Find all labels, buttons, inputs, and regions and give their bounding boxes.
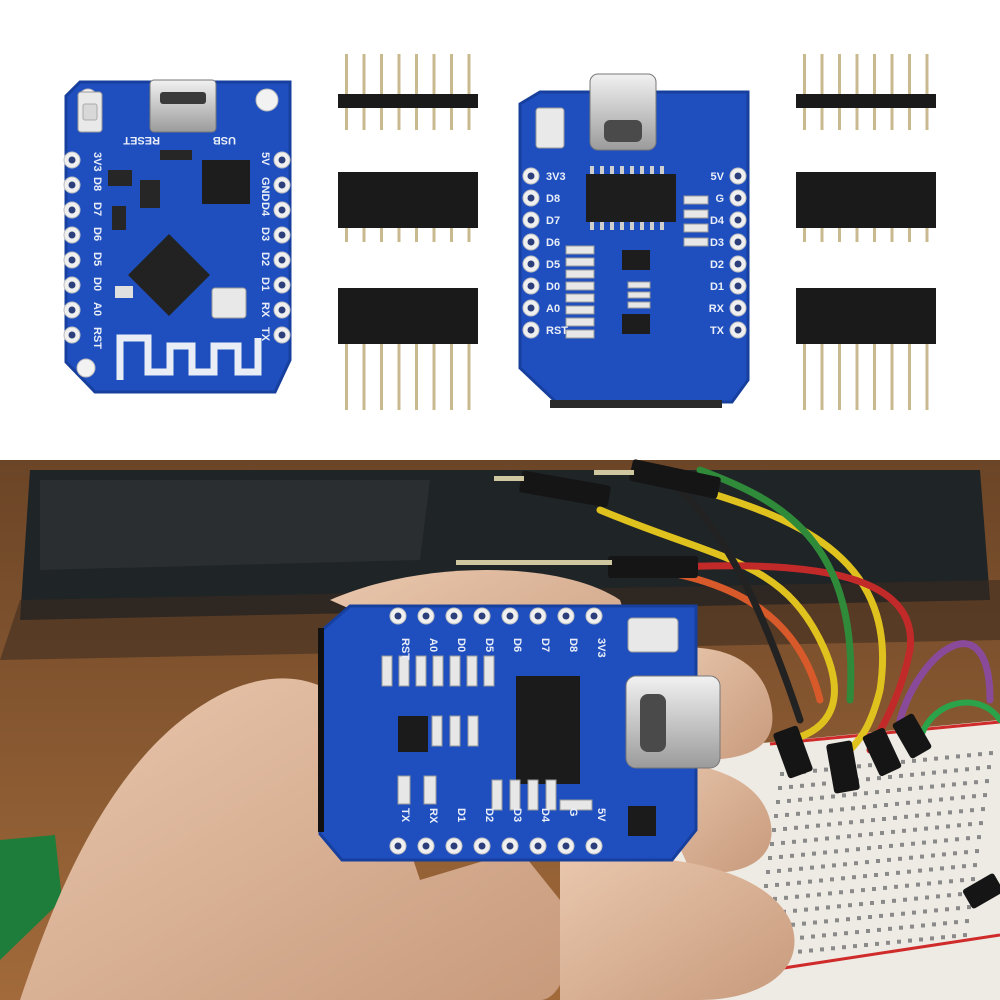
pin-label: D4 [259,202,271,217]
pin-label: D6 [511,638,523,652]
pin-label: D1 [455,808,467,822]
pin-label: 3V3 [91,152,103,172]
pin-label: D4 [539,808,551,823]
pin-label: RST [546,325,568,337]
pin-label: GND [259,177,271,202]
pin-label: TX [399,808,411,823]
pin-label: 3V3 [546,171,566,183]
button-photo-icon [627,617,679,653]
pin-label: D5 [546,259,560,271]
pin-label: 5V [595,808,607,822]
pin-label: RST [399,638,411,660]
pin-label: TX [259,327,271,342]
pin-label: D0 [546,281,560,293]
pin-label: D5 [483,638,495,652]
pin-label: D6 [546,237,560,249]
micro-usb-port-icon [149,79,217,133]
pin-label: D1 [710,281,724,293]
pin-label: D2 [483,808,495,822]
pin-label: 3V3 [595,638,607,658]
pin-label: D8 [91,177,103,191]
photo: RST A0 D0 D5 D6 D7 D8 3V3 TX RX D1 D2 D3 D4 G 5V [0,459,1000,1000]
pin-label: RX [259,302,271,318]
pin-label: D3 [511,808,523,822]
pin-label: D3 [259,227,271,241]
pin-label: D2 [259,252,271,266]
pin-label: D2 [710,259,724,271]
usb-label: USB [213,134,236,146]
pin-label: D5 [91,252,103,266]
pin-label: A0 [427,638,439,652]
pin-label: G [567,808,579,817]
pin-label: 5V [711,171,725,183]
pin-label: D0 [91,277,103,291]
pin-label: D0 [455,638,467,652]
pin-label: 5V [259,152,271,166]
pin-label: D7 [91,202,103,216]
pin-label: RX [709,303,725,315]
usb-serial-chip [202,160,250,204]
pin-label: D3 [710,237,724,249]
pin-label: D8 [567,638,579,652]
pin-label: RST [91,327,103,349]
pin-label: RX [427,808,439,824]
reset-label: RESET [123,134,160,146]
jumper-wires [596,466,1000,764]
pin-label: D1 [259,277,271,291]
ch340-chip-photo [516,676,580,784]
pin-label: D4 [710,215,725,227]
pin-label: D7 [539,638,551,652]
pin-label: TX [710,325,725,337]
boot-button-icon [535,107,565,149]
pin-label: D7 [546,215,560,227]
board-in-hand: RST A0 D0 D5 D6 D7 D8 3V3 TX RX D1 D2 D3 D4 G 5V [318,604,721,862]
wifi-antenna-icon [116,334,262,380]
green-card [0,835,62,960]
pin-label: A0 [546,303,560,315]
pin-headers [338,54,936,410]
pin-label: D8 [546,193,560,205]
ch340-chip [586,174,676,222]
pin-label: D6 [91,227,103,241]
pin-label: G [715,193,724,205]
pin-label: A0 [91,302,103,316]
